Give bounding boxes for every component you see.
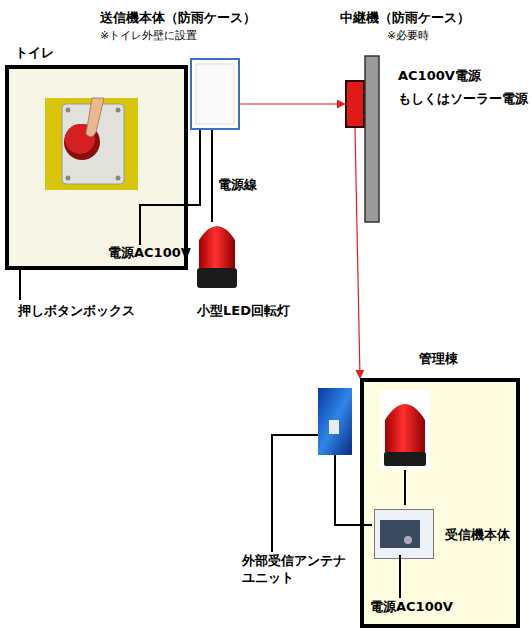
radio-link-arrow	[355, 128, 360, 378]
case-face	[196, 64, 234, 124]
toilet-box: トイレ	[5, 65, 188, 270]
radio-link-arrow	[240, 103, 345, 104]
node-title: 送信機本体（防雨ケース）	[100, 10, 256, 26]
part-label: 電源AC100V	[108, 244, 191, 261]
part-label: 電源線	[218, 176, 257, 193]
wires	[20, 130, 405, 598]
part-label: 押しボタンボックス	[18, 302, 135, 319]
push-button-photo	[45, 98, 138, 190]
part-label: もしくはソーラー電源	[398, 90, 528, 107]
part-label: AC100V電源	[398, 67, 481, 84]
node-title: トイレ	[15, 45, 54, 61]
receiver-box: 受信機本体	[374, 509, 434, 559]
pole	[365, 56, 379, 222]
receiver-detail	[380, 520, 420, 548]
node-title: 受信機本体	[445, 527, 510, 543]
node-title: 管理棟	[419, 351, 458, 367]
antenna-unit	[318, 388, 352, 455]
repeater-box: 中継機（防雨ケース）※必要時	[345, 80, 365, 128]
led-lamp	[197, 226, 237, 288]
node-title: 中継機（防雨ケース）	[340, 10, 470, 26]
node-note: ※必要時	[387, 28, 429, 44]
part-label: 電源AC100V	[370, 598, 453, 615]
building-box: 受信機本体管理棟	[360, 378, 520, 628]
part-label: 外部受信アンテナ ユニット	[242, 552, 354, 586]
part-label: 小型LED回転灯	[197, 302, 290, 319]
transmitter-box: 送信機本体（防雨ケース）※トイレ外壁に設置	[190, 58, 240, 130]
led-lamp	[380, 390, 430, 470]
node-note: ※トイレ外壁に設置	[100, 28, 197, 44]
